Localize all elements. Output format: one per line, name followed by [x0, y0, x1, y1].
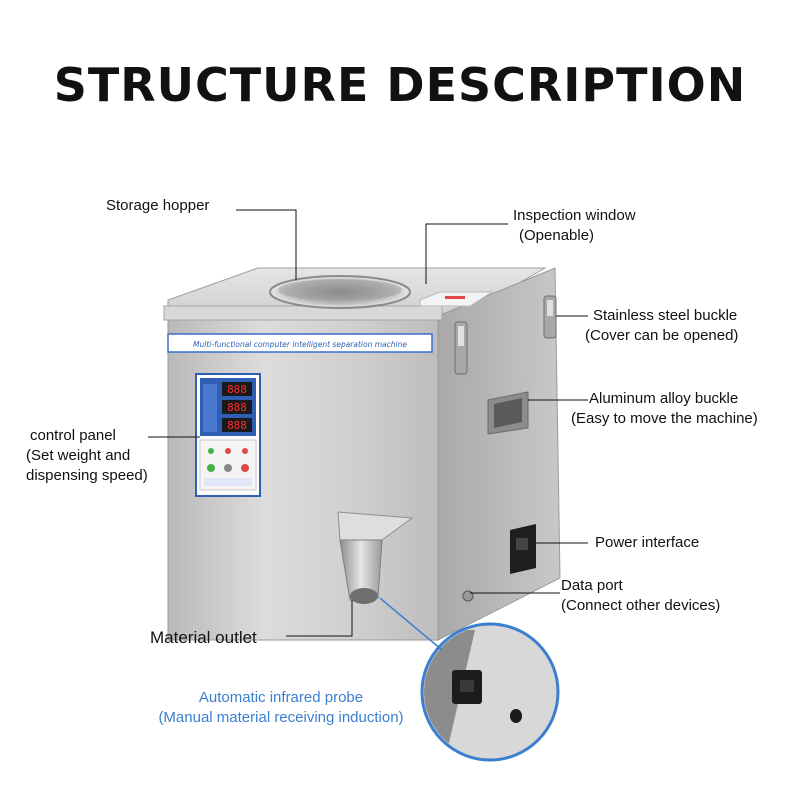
- label-alloy-buckle-line2: (Easy to move the machine): [571, 410, 758, 427]
- label-infrared-probe-line2: (Manual material receiving induction): [158, 709, 404, 726]
- alloy-handle: [487, 391, 529, 435]
- material-outlet: [337, 511, 414, 604]
- infrared-probe-zoom: [420, 622, 560, 762]
- steel-buckle-front: [454, 321, 468, 375]
- label-material-outlet: Material outlet: [150, 628, 257, 647]
- control-panel: 888 888 888: [195, 373, 261, 497]
- label-control-panel-line3: dispensing speed): [26, 467, 148, 484]
- display-3: 888: [227, 419, 247, 432]
- label-control-panel-line2: (Set weight and: [26, 447, 131, 464]
- label-infrared-probe-line1: Automatic infrared probe: [198, 689, 364, 706]
- power-socket: [510, 524, 536, 574]
- label-alloy-buckle: Aluminum alloy buckle (Easy to move the …: [571, 389, 758, 429]
- steel-buckle-right: [543, 295, 557, 339]
- page-title: STRUCTURE DESCRIPTION: [53, 58, 747, 112]
- banner-text: Multi-functional computer intelligent se…: [193, 340, 407, 349]
- label-control-panel: control panel (Set weight and dispensing…: [26, 426, 148, 486]
- label-inspection-window: Inspection window (Openable): [513, 206, 636, 246]
- label-power-interface: Power interface: [595, 534, 700, 551]
- label-infrared-probe: Automatic infrared probe (Manual materia…: [136, 688, 426, 728]
- display-2: 888: [227, 401, 247, 414]
- label-steel-buckle-line1: Stainless steel buckle: [593, 307, 738, 324]
- label-storage-hopper: Storage hopper: [106, 197, 210, 214]
- label-control-panel-line1: control panel: [30, 427, 116, 444]
- label-data-port-line2: (Connect other devices): [561, 597, 721, 614]
- banner-strip: [167, 333, 433, 353]
- label-steel-buckle: Stainless steel buckle (Cover can be ope…: [585, 306, 738, 346]
- label-inspection-window-line1: Inspection window: [513, 207, 636, 224]
- display-1: 888: [227, 383, 247, 396]
- label-steel-buckle-line2: (Cover can be opened): [585, 327, 739, 344]
- label-data-port-line1: Data port: [561, 577, 623, 594]
- label-inspection-window-line2: (Openable): [519, 227, 595, 244]
- label-data-port: Data port (Connect other devices): [561, 576, 720, 616]
- leader-lines: [148, 209, 588, 651]
- label-alloy-buckle-line1: Aluminum alloy buckle: [589, 390, 739, 407]
